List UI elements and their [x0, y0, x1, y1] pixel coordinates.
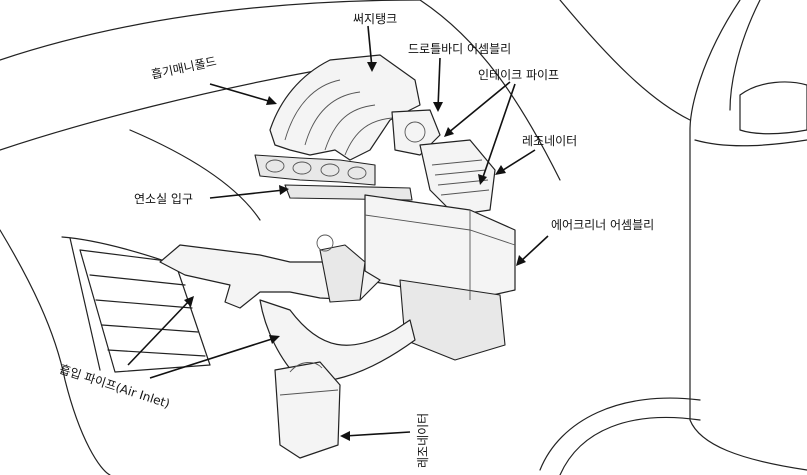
label-resonator-bottom: 레조네이터 — [416, 412, 430, 468]
label-surge-tank: 써지탱크 — [353, 12, 398, 26]
air-cleaner-shape — [364, 194, 516, 361]
label-intake-pipe: 인테이크 파이프 — [478, 68, 560, 82]
label-combustion-inlet: 연소실 입구 — [134, 192, 194, 206]
intake-manifold-shape — [254, 54, 421, 201]
resonator-bottom-shape — [274, 361, 341, 459]
label-air-cleaner: 에어크리너 어셈블리 — [551, 218, 655, 232]
air-inlet-duct-shape — [159, 234, 416, 383]
label-throttle-body: 드로틀바디 어셈블리 — [408, 42, 512, 56]
leader-arrows — [127, 25, 549, 441]
label-resonator-top: 레조네이터 — [522, 134, 578, 148]
